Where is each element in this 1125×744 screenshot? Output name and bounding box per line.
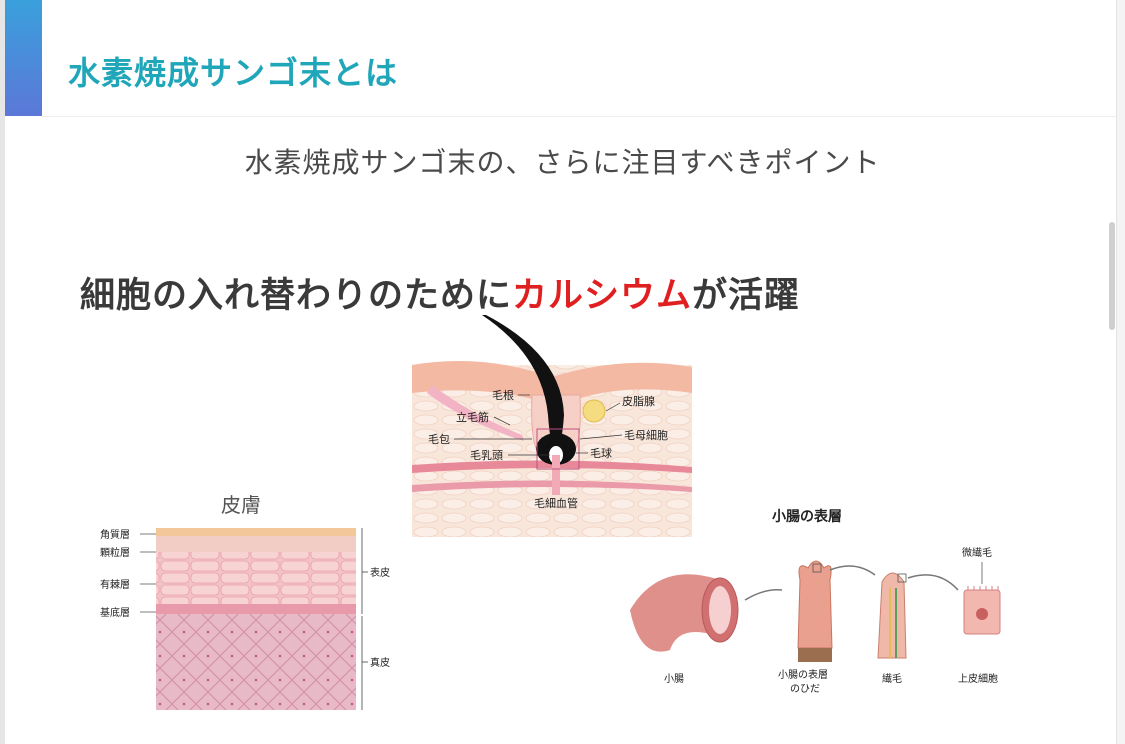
villus-shape xyxy=(877,572,907,659)
label-arrector-pili: 立毛筋 xyxy=(456,410,489,424)
scrollbar-track[interactable] xyxy=(1116,0,1125,744)
corneum-layer xyxy=(156,528,356,536)
left-frame xyxy=(0,0,5,744)
title-accent-bar xyxy=(5,0,42,116)
fold-base xyxy=(798,648,832,662)
label-corneum: 角質層 xyxy=(100,528,130,541)
label-microvilli: 微繊毛 xyxy=(962,546,992,559)
intestine-diagram: 微繊毛 小腸 小腸の表層 のひだ 繊毛 上皮細胞 xyxy=(630,546,1001,695)
label-villi: 繊毛 xyxy=(882,672,902,685)
skin-diagram: 角質層 顆粒層 有棘層 基底層 表皮 真皮 xyxy=(100,528,390,710)
subtitle: 水素焼成サンゴ末の、さらに注目すべきポイント xyxy=(244,146,881,179)
granular-layer xyxy=(156,536,356,552)
intestine-tube xyxy=(630,574,728,652)
skin-caption: 皮膚 xyxy=(221,493,261,517)
label-matrix: 毛母細胞 xyxy=(624,429,668,442)
label-papilla: 毛乳頭 xyxy=(470,449,503,462)
arrow-1 xyxy=(744,588,783,601)
dermis-layer xyxy=(156,614,356,710)
spinous-layer xyxy=(156,552,356,604)
label-sebaceous: 皮脂腺 xyxy=(622,394,655,408)
sebaceous-gland xyxy=(582,399,606,423)
arrow-3 xyxy=(907,574,959,591)
label-bulb: 毛球 xyxy=(590,446,612,460)
fold-shape xyxy=(797,560,833,649)
label-basal: 基底層 xyxy=(100,606,130,619)
label-capillary: 毛細血管 xyxy=(534,496,578,510)
label-granular: 顆粒層 xyxy=(100,546,130,559)
headline-before: 細胞の入れ替わりのために xyxy=(80,276,513,316)
basal-layer xyxy=(156,604,356,614)
scrollbar-thumb[interactable] xyxy=(1109,222,1115,330)
label-fold-line2: のひだ xyxy=(790,683,820,695)
label-epidermis: 表皮 xyxy=(370,566,390,579)
page-title: 水素焼成サンゴ末とは xyxy=(68,54,399,92)
intestine-caption: 小腸の表層 xyxy=(772,509,842,525)
intestine-lumen xyxy=(709,586,731,634)
label-dermis: 真皮 xyxy=(370,656,390,669)
label-epithelial: 上皮細胞 xyxy=(958,672,998,685)
label-fold-line1: 小腸の表層 xyxy=(778,668,828,681)
label-hair-root: 毛根 xyxy=(492,388,514,402)
headline-highlight: カルシウム xyxy=(512,276,693,316)
headline: 細胞の入れ替わりのためにカルシウムが活躍 xyxy=(80,267,800,318)
arrector-pili-muscle xyxy=(427,385,524,441)
capillary-vessel xyxy=(552,455,560,495)
hair-follicle-diagram: 毛根 立毛筋 毛包 毛乳頭 皮脂腺 毛母細胞 毛球 毛細血管 xyxy=(412,315,692,537)
header-divider xyxy=(42,116,1117,117)
label-spinous: 有棘層 xyxy=(100,578,130,591)
headline-after: が活躍 xyxy=(692,276,801,316)
matrix-box xyxy=(536,428,580,470)
label-small-intestine: 小腸 xyxy=(664,673,684,685)
arrow-2 xyxy=(829,565,876,576)
label-follicle: 毛包 xyxy=(428,433,450,446)
